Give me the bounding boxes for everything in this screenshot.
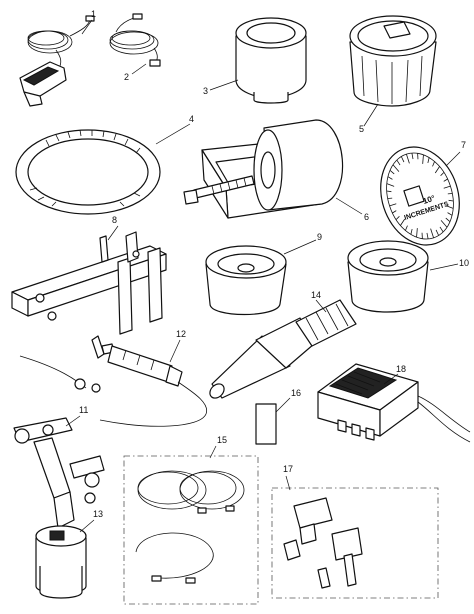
leader-6	[335, 197, 363, 215]
callout-6: 6	[364, 212, 369, 222]
part-14-cone-adapter	[209, 299, 357, 399]
dial-tick	[395, 216, 400, 220]
callout-14: 14	[311, 290, 321, 300]
callout-15: 15	[217, 435, 227, 445]
callout-4: 4	[189, 114, 194, 124]
leader-9	[283, 239, 317, 255]
dial-tick	[439, 226, 444, 233]
part-2-cable	[109, 13, 161, 67]
callout-11: 11	[79, 405, 88, 415]
callout-10: 10	[459, 258, 469, 268]
leader-14	[315, 299, 327, 313]
dial-tick	[434, 166, 440, 174]
part-3-cup-socket	[235, 17, 307, 104]
dial-tick	[445, 217, 451, 223]
dial-tick	[411, 152, 414, 160]
callout-17: 17	[283, 464, 293, 474]
callout-2: 2	[124, 72, 129, 82]
part-10-cup	[347, 240, 429, 313]
leader-7	[445, 151, 461, 167]
dial-ticks	[386, 152, 454, 240]
callout-18: 18	[396, 364, 406, 374]
dial-tick	[430, 228, 434, 238]
dial-tick	[405, 225, 408, 231]
dial-tick	[416, 228, 418, 238]
dial-tick	[443, 178, 448, 182]
dial-tick	[440, 220, 448, 228]
part-13-socket	[35, 525, 87, 599]
dial-tick	[427, 157, 430, 164]
dial-tick	[389, 203, 397, 207]
leader-2	[131, 63, 147, 75]
dial-tick	[447, 212, 453, 216]
part-4-lock-ring	[15, 129, 161, 215]
dial-tick	[445, 205, 454, 209]
dial-tick	[400, 156, 405, 163]
part-8-bracket-tool	[11, 231, 167, 335]
part-18-electronic-unit	[317, 363, 471, 443]
part-17-box	[271, 487, 439, 599]
dial-tick	[422, 154, 424, 164]
dial-tick	[392, 164, 400, 172]
dial-tick	[386, 190, 392, 193]
part-1-diagnostic-cable	[19, 15, 95, 107]
leader-1	[81, 19, 93, 35]
dial-tick	[443, 185, 451, 189]
dial-tick	[406, 154, 410, 164]
part-17-connector-set	[271, 487, 439, 599]
part-12-syringe	[19, 335, 208, 427]
callout-5: 5	[359, 124, 364, 134]
leader-16	[275, 397, 291, 413]
part-5-filter-wrench	[349, 15, 437, 107]
dial-value: 10°	[422, 194, 436, 206]
part-6-press-tool	[183, 119, 344, 219]
part-11-clamp	[13, 417, 105, 529]
dial-tick	[389, 169, 395, 175]
leader-11	[65, 415, 81, 427]
part-16-card	[255, 403, 277, 445]
dial-tick	[435, 229, 440, 236]
callout-12: 12	[176, 329, 186, 339]
callout-3: 3	[203, 86, 208, 96]
leader-8	[107, 225, 119, 241]
part-15-cable-set	[123, 455, 259, 605]
dial-tick	[386, 183, 395, 187]
leader-12	[169, 339, 181, 363]
callout-13: 13	[93, 509, 103, 519]
leader-10	[429, 263, 459, 271]
dial-tick	[400, 218, 406, 226]
dial-tick	[440, 172, 445, 176]
leader-17	[285, 475, 291, 491]
leader-3	[209, 79, 239, 91]
part-7-angle-dial: 10° INCREMENTS	[380, 146, 460, 246]
leader-4	[155, 123, 191, 145]
callout-7: 7	[461, 140, 466, 150]
callout-16: 16	[291, 388, 301, 398]
dial-tick	[432, 161, 435, 167]
part-15-box	[123, 455, 259, 605]
dial-tick	[387, 176, 393, 180]
dial-tick	[448, 199, 454, 202]
part-9-cup	[205, 245, 287, 316]
leader-15	[209, 445, 217, 459]
dial-tick	[392, 210, 397, 214]
dial-tick	[426, 232, 429, 240]
callout-8: 8	[112, 215, 117, 225]
leader-18	[383, 373, 399, 385]
callout-9: 9	[317, 232, 322, 242]
dial-tick	[396, 159, 401, 166]
leader-5	[363, 103, 379, 127]
dial-tick	[410, 228, 413, 235]
callout-1: 1	[91, 9, 96, 19]
leader-13	[79, 519, 95, 533]
